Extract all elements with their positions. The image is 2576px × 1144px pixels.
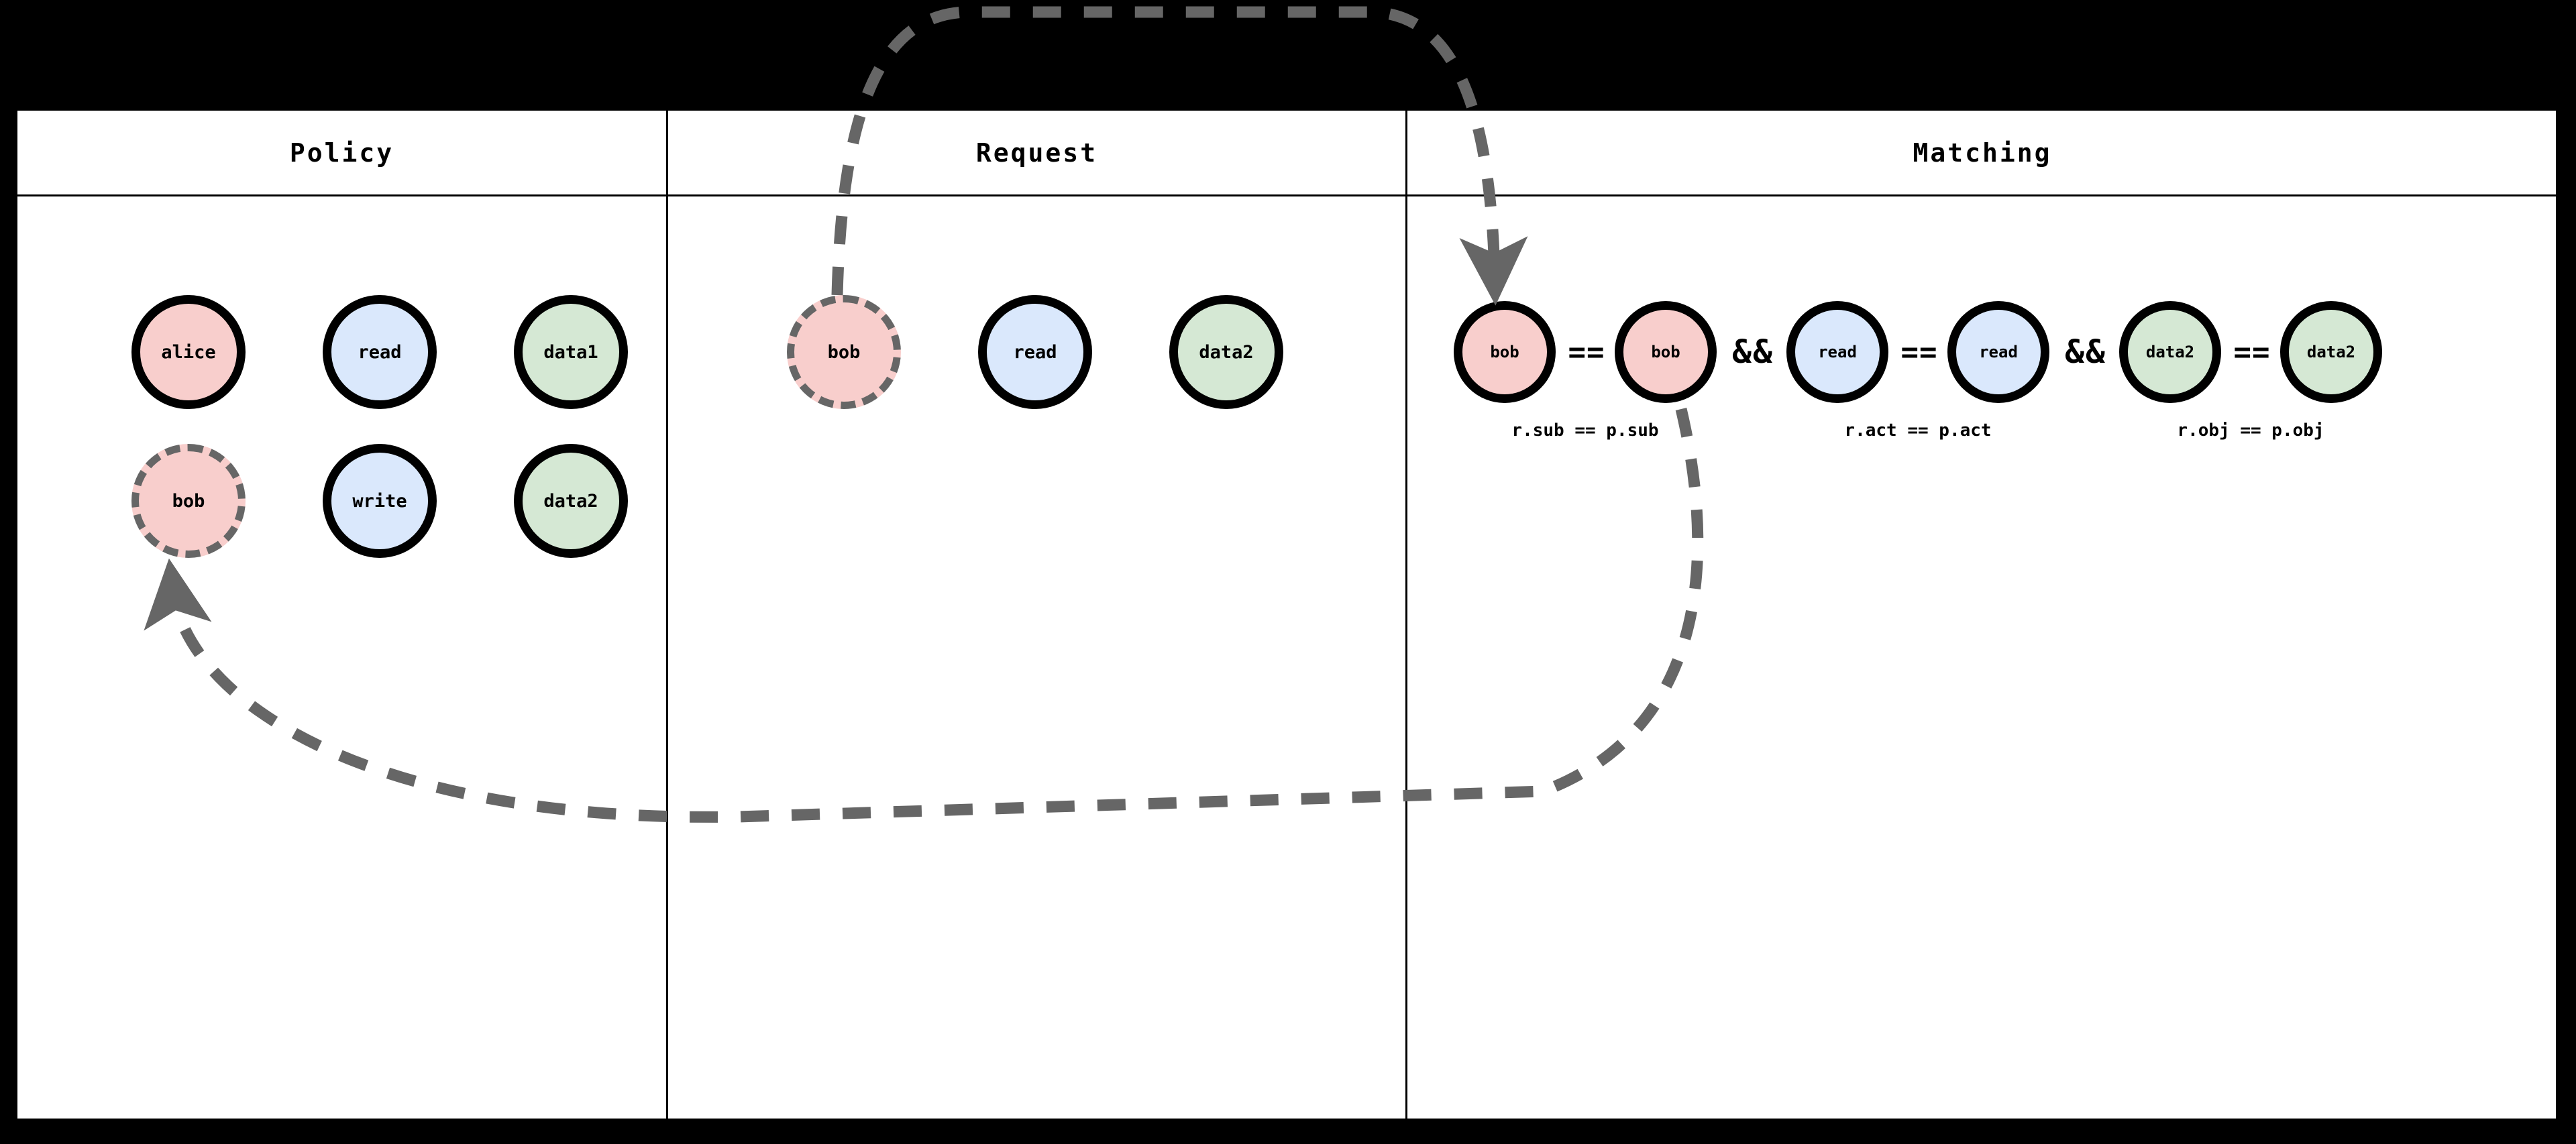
diagram-frame: Policy Request Matching alice read data1… (16, 109, 2557, 1120)
matching-operator-act: == (1900, 335, 1938, 369)
policy-node-write[interactable]: write (323, 444, 437, 558)
policy-node-data1[interactable]: data1 (514, 295, 628, 409)
matching-caption-obj: r.obj == p.obj (2177, 420, 2324, 441)
policy-node-alice[interactable]: alice (131, 295, 246, 409)
matching-node-act-request[interactable]: read (1786, 301, 1888, 403)
policy-node-bob[interactable]: bob (131, 444, 246, 558)
request-node-data2[interactable]: data2 (1169, 295, 1283, 409)
matching-node-act-policy[interactable]: read (1947, 301, 2049, 403)
matching-node-sub-policy[interactable]: bob (1615, 301, 1717, 403)
header-rule (17, 194, 2556, 196)
column-header-request: Request (975, 137, 1098, 168)
policy-node-data2[interactable]: data2 (514, 444, 628, 558)
matching-caption-sub: r.sub == p.sub (1511, 420, 1659, 441)
policy-node-read[interactable]: read (323, 295, 437, 409)
column-divider-request-matching (1405, 111, 1407, 1119)
matching-caption-act: r.act == p.act (1844, 420, 1992, 441)
request-node-read[interactable]: read (978, 295, 1092, 409)
matching-operator-sub: == (1568, 335, 1605, 369)
matching-node-sub-request[interactable]: bob (1454, 301, 1556, 403)
matching-joiner-1: && (1732, 333, 1774, 371)
column-divider-policy-request (666, 111, 668, 1119)
matching-joiner-2: && (2065, 333, 2106, 371)
column-header-matching: Matching (1913, 137, 2052, 168)
column-header-policy: Policy (289, 137, 394, 168)
matching-node-obj-request[interactable]: data2 (2119, 301, 2221, 403)
matching-node-obj-policy[interactable]: data2 (2280, 301, 2382, 403)
request-node-bob[interactable]: bob (787, 295, 901, 409)
matching-operator-obj: == (2233, 335, 2271, 369)
